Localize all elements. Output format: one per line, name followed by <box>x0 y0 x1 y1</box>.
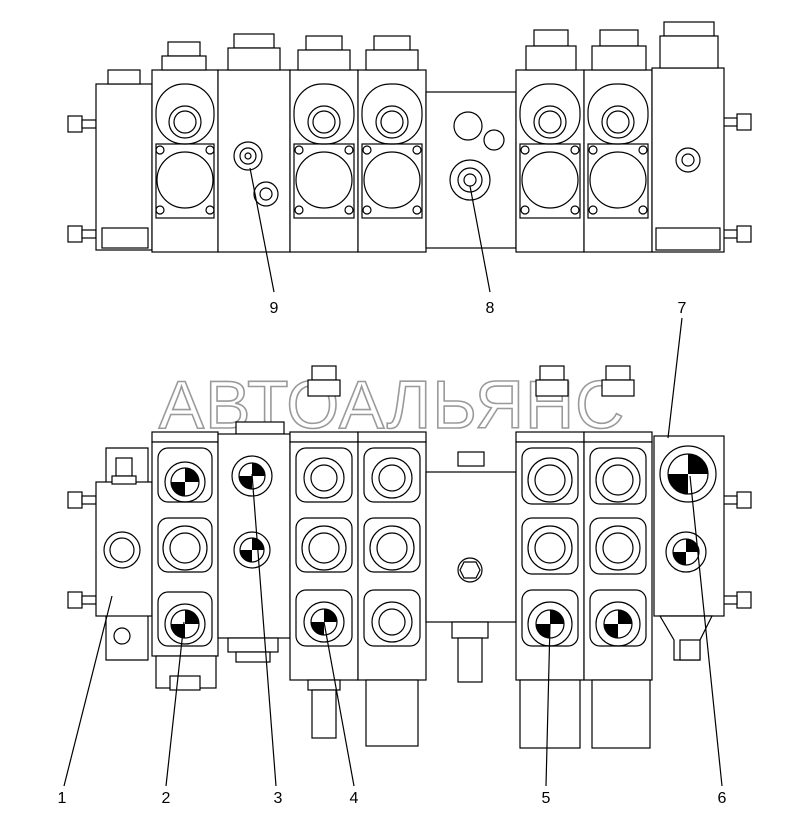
leader-8 <box>469 185 491 293</box>
leader-2 <box>165 621 185 787</box>
leader-9 <box>249 167 275 293</box>
top-section-e <box>515 29 585 253</box>
leader-7 <box>667 317 683 439</box>
top-section-b <box>217 33 291 253</box>
callout-4: 4 <box>350 790 359 807</box>
callout-6: 6 <box>718 790 727 807</box>
front-section-d <box>357 431 427 747</box>
leader-1 <box>63 595 113 787</box>
top-inlet-section <box>95 69 153 251</box>
front-inlet-section <box>95 447 153 661</box>
front-section-b <box>217 421 291 663</box>
callout-3: 3 <box>274 790 283 807</box>
top-middle-plate <box>425 91 517 249</box>
leader-6 <box>689 475 723 787</box>
front-section-c <box>289 365 359 739</box>
front-right-bolts <box>722 491 752 609</box>
top-left-bolts <box>67 115 97 243</box>
leader-4 <box>323 621 355 787</box>
front-view <box>63 317 752 787</box>
front-section-f <box>583 365 653 749</box>
front-left-bolts <box>67 491 97 609</box>
top-outlet-section <box>651 21 725 253</box>
top-section-c <box>289 35 359 253</box>
top-view <box>67 21 752 293</box>
top-section-f <box>583 29 653 253</box>
callout-9: 9 <box>270 300 279 317</box>
callout-8: 8 <box>486 300 495 317</box>
front-section-a <box>151 431 219 691</box>
top-right-bolts <box>722 113 752 243</box>
callout-5: 5 <box>542 790 551 807</box>
leader-3 <box>251 473 277 787</box>
front-outlet-section <box>653 435 725 661</box>
callout-2: 2 <box>162 790 171 807</box>
callout-1: 1 <box>58 790 67 807</box>
callout-7: 7 <box>678 300 687 317</box>
top-section-a <box>151 41 219 253</box>
leader-5 <box>545 623 551 787</box>
callout-labels: 9 8 7 1 2 3 4 5 6 <box>58 300 727 807</box>
top-section-d <box>357 35 427 253</box>
front-middle-plate <box>425 451 517 683</box>
